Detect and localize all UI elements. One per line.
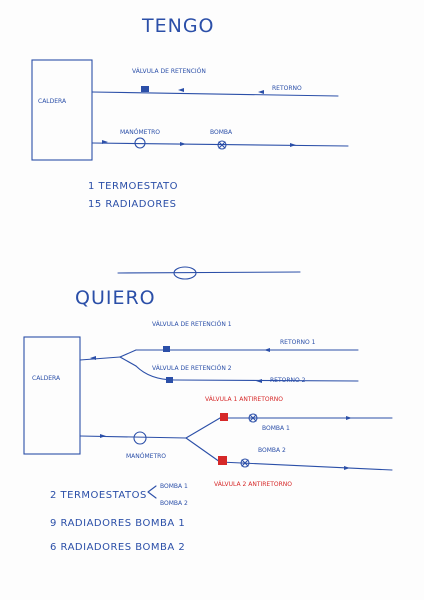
tengo-check-valve	[141, 86, 149, 92]
tengo-boiler	[31, 59, 93, 161]
quiero-pump-2	[240, 458, 250, 468]
quiero-check-valve-2	[166, 377, 173, 383]
quiero-return-1-label: RETORNO 1	[280, 339, 316, 346]
quiero-valve-2	[218, 456, 227, 465]
tengo-gauge-label: MANÓMETRO	[120, 129, 160, 136]
tengo-arrow-2	[258, 90, 264, 94]
tengo-arrow-3	[102, 140, 108, 144]
tengo-gauge	[134, 137, 146, 149]
quiero-supply-pipe	[79, 435, 187, 439]
quiero-return-2-label: RETORNO 2	[270, 377, 306, 384]
quiero-title: QUIERO	[75, 287, 156, 309]
section-divider	[117, 271, 301, 274]
quiero-check-valve-2-label: VÁLVULA DE RETENCIÓN 2	[152, 365, 232, 372]
quiero-gauge	[133, 431, 147, 445]
tengo-arrow-4	[180, 142, 186, 146]
quiero-note-thermostats: 2 TERMOESTATOS	[50, 490, 147, 501]
divider-ring	[173, 266, 197, 280]
tengo-return-label: RETORNO	[272, 85, 302, 92]
quiero-thermo-pump-2: BOMBA 2	[160, 500, 188, 507]
quiero-thermo-pump-1: BOMBA 1	[160, 483, 188, 490]
tengo-return-pipe	[91, 91, 339, 97]
quiero-note-radiators-1: 9 RADIADORES BOMBA 1	[50, 518, 185, 529]
tengo-title: TENGO	[141, 15, 215, 37]
quiero-boiler	[23, 336, 81, 455]
quiero-note-radiators-2: 6 RADIADORES BOMBA 2	[50, 542, 185, 553]
quiero-pump-2-label: BOMBA 2	[258, 447, 286, 454]
tengo-boiler-label: CALDERA	[38, 98, 67, 105]
tengo-pump	[217, 140, 227, 150]
tengo-arrow-1	[178, 88, 184, 92]
quiero-check-valve-1-label: VÁLVULA DE RETENCIÓN 1	[152, 321, 232, 328]
quiero-boiler-label: CALDERA	[32, 375, 61, 382]
quiero-valve-2-label: VÁLVULA 2 ANTIRETORNO	[214, 481, 292, 488]
quiero-pump-1-label: BOMBA 1	[262, 425, 290, 432]
quiero-return-2-pipe	[135, 365, 359, 382]
quiero-gauge-label: MANÓMETRO	[126, 453, 166, 460]
tengo-check-valve-label: VÁLVULA DE RETENCIÓN	[132, 68, 206, 75]
quiero-pump-1	[248, 413, 258, 423]
quiero-valve-1	[220, 413, 228, 421]
tengo-note-radiators: 15 RADIADORES	[88, 199, 176, 210]
tengo-arrow-5	[290, 143, 296, 147]
quiero-valve-1-label: VÁLVULA 1 ANTIRETORNO	[205, 396, 283, 403]
tengo-note-thermostat: 1 TERMOESTATO	[88, 181, 178, 192]
tengo-pump-label: BOMBA	[210, 129, 233, 136]
thermo-bracket	[147, 485, 157, 499]
quiero-check-valve-1	[163, 346, 170, 352]
